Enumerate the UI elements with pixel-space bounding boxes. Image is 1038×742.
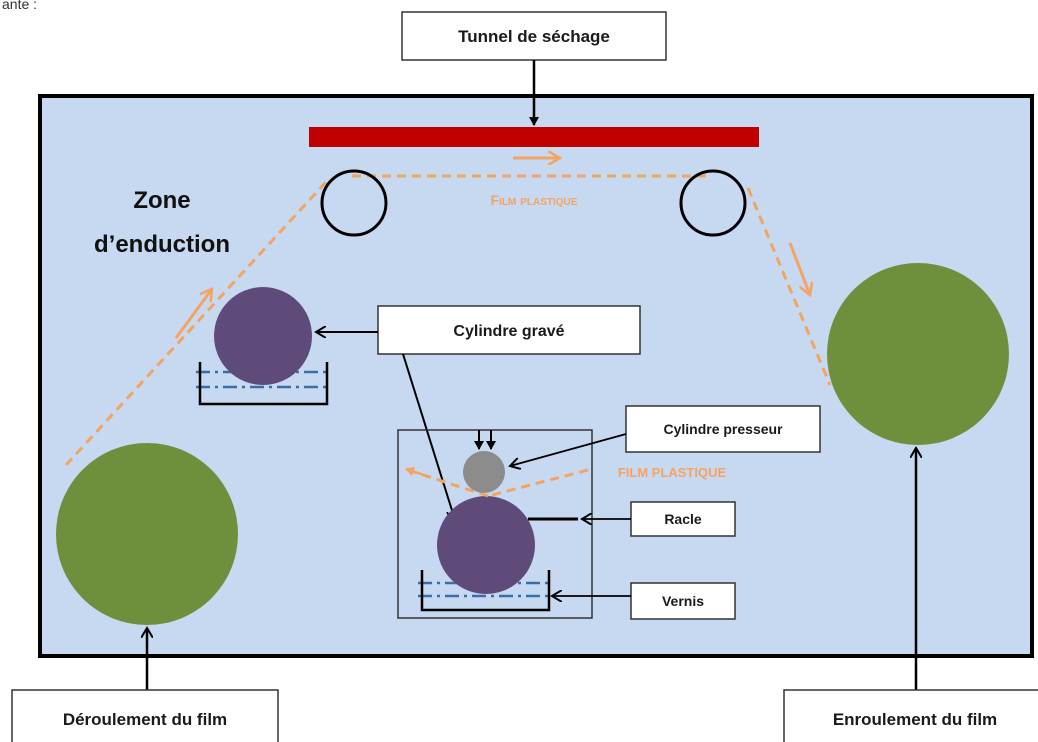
film-direction-arrow-right [788,242,810,295]
cylindre-grave-box [377,305,641,355]
unwinding-reel [56,443,238,625]
deroulement-label: Déroulement du film [63,710,227,729]
guide-roller-left [320,169,388,237]
pressure-cylinder [463,451,505,493]
cylindre-grave-label: Cylindre gravé [453,323,564,340]
guide-roller-right [679,169,747,237]
dryer-bar [309,127,759,147]
inset-film-arrow [405,466,431,479]
enroulement-label: Enroulement du film [833,710,997,729]
deroulement-box [11,689,279,742]
cylindre-presseur-label: Cylindre presseur [663,421,783,437]
enroulement-box [783,689,1038,742]
rewinding-reel [827,263,1009,445]
racle-box [630,501,736,537]
tunnel-label: Tunnel de séchage [458,27,610,46]
zone-label-line1: Zone [133,187,190,214]
engraved-cylinder-left [214,287,312,385]
racle-label: Racle [664,511,702,527]
film-direction-arrow-left [174,289,212,339]
vernis-box [630,582,736,620]
detail-inset-box [397,429,593,619]
film-label-top: Film plastique [491,192,578,208]
film-path [64,174,832,467]
engraved-cylinder-inset [437,496,535,594]
vernis-label: Vernis [662,593,704,609]
cylindre-presseur-box [625,405,821,453]
film-label-side: FILM PLASTIQUE [618,465,727,480]
cylindre-presseur-arrow [510,433,627,466]
inset-film-path [407,468,589,498]
cylindre-grave-arrow-down [402,353,455,520]
zone-label-line2: d’enduction [94,231,230,258]
stray-heading-text: ante : [2,0,38,12]
